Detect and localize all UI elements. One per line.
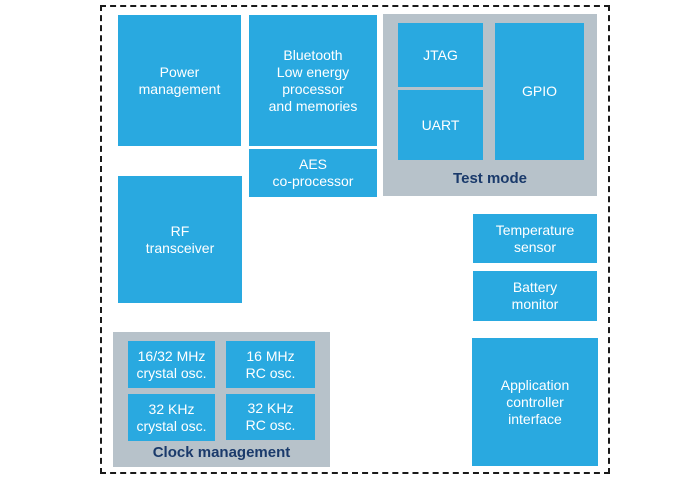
aes-coprocessor-block: AES co-processor xyxy=(249,149,377,197)
test-mode-label: Test mode xyxy=(453,170,527,187)
rf-transceiver-block: RF transceiver xyxy=(118,176,242,303)
crystal-osc-32-block: 32 KHz crystal osc. xyxy=(128,394,215,441)
ble-processor-block: Bluetooth Low energy processor and memor… xyxy=(249,15,377,146)
rc-osc-32-block: 32 KHz RC osc. xyxy=(226,394,315,440)
application-controller-interface-block: Application controller interface xyxy=(472,338,598,466)
clock-management-group: 16/32 MHz crystal osc. 16 MHz RC osc. 32… xyxy=(113,332,330,467)
battery-monitor-block: Battery monitor xyxy=(473,271,597,321)
rc-osc-16-block: 16 MHz RC osc. xyxy=(226,341,315,388)
uart-block: UART xyxy=(398,90,483,160)
crystal-osc-16-32-block: 16/32 MHz crystal osc. xyxy=(128,341,215,388)
test-mode-group: JTAG UART GPIO Test mode xyxy=(383,14,597,196)
jtag-block: JTAG xyxy=(398,23,483,87)
power-management-block: Power management xyxy=(118,15,241,146)
diagram-dashed-frame xyxy=(100,5,610,474)
temperature-sensor-block: Temperature sensor xyxy=(473,214,597,263)
clock-management-label: Clock management xyxy=(152,444,291,461)
gpio-block: GPIO xyxy=(495,23,584,160)
